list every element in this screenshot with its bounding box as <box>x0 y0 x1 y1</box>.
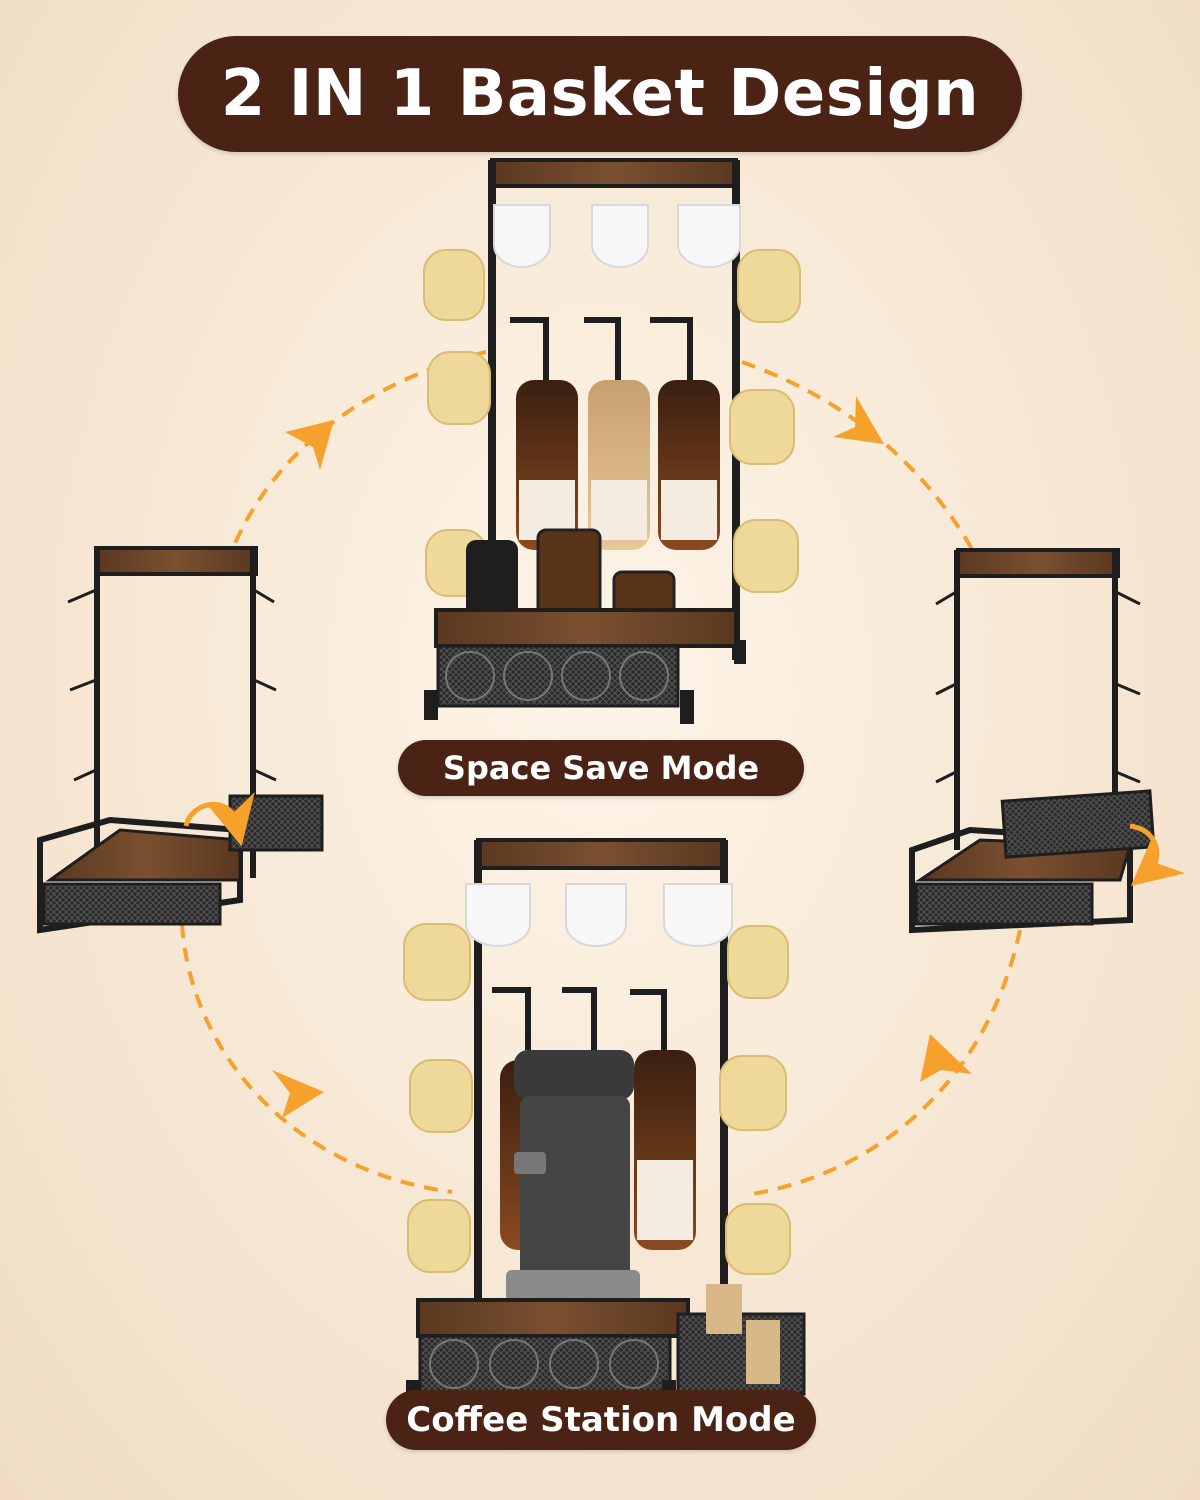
cycle-arrow-icon <box>272 396 972 1118</box>
coffee-station-mode-label: Coffee Station Mode <box>386 1390 816 1450</box>
rack-left <box>37 546 324 934</box>
rack-right <box>909 548 1186 934</box>
space-save-mode-label: Space Save Mode <box>398 740 804 796</box>
page-title: 2 IN 1 Basket Design <box>178 36 1022 152</box>
rotate-arrow-icon <box>1129 823 1186 887</box>
rack-coffee-station <box>403 838 806 1412</box>
rack-space-save <box>423 158 801 724</box>
rotate-arrow-icon <box>183 791 255 847</box>
